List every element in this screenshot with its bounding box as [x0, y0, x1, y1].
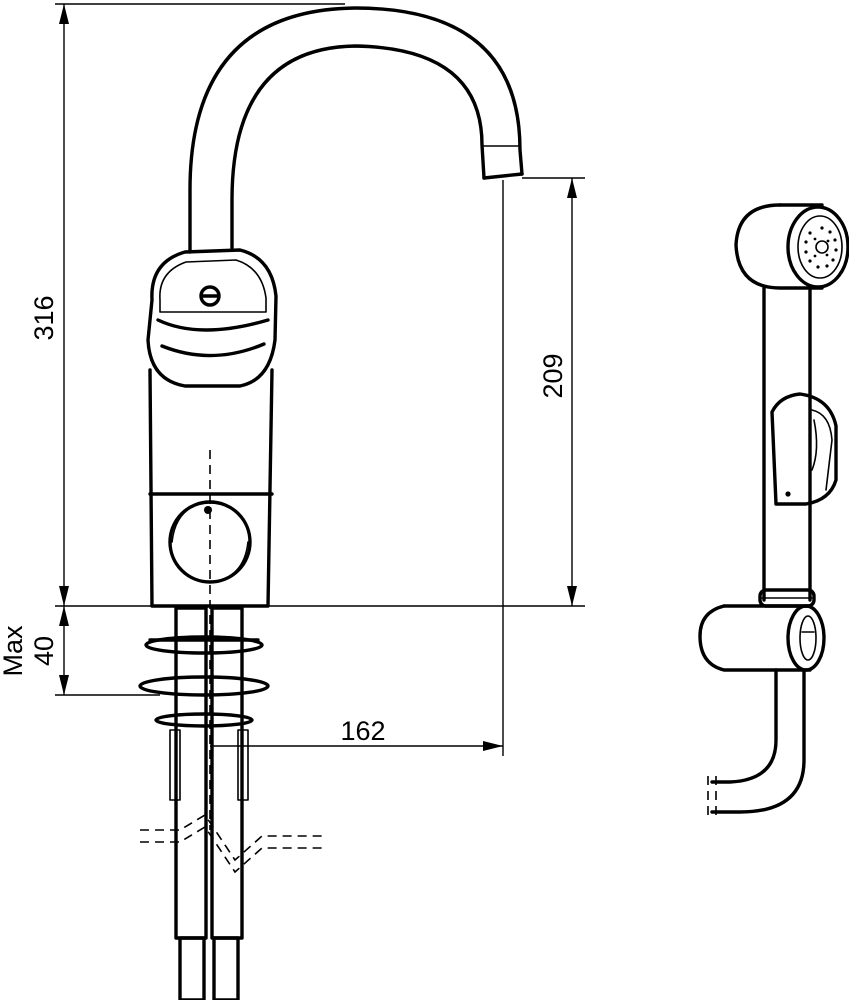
dim-label-162: 162 [340, 716, 385, 746]
spray-nozzle-dots [804, 226, 838, 269]
dim-label-40: 40 [29, 636, 59, 666]
mounting-assembly [138, 606, 325, 1000]
dimension-lines [55, 3, 585, 756]
faucet [138, 6, 524, 1000]
shower-holder [698, 604, 826, 672]
dim-label-316: 316 [29, 295, 59, 340]
hand-shower [734, 203, 849, 608]
faucet-body [148, 368, 274, 608]
dim-label-max: Max [0, 625, 28, 677]
shower-hose [707, 668, 806, 818]
spout [188, 6, 524, 254]
lever-handle [146, 248, 278, 388]
dim-label-209: 209 [538, 353, 568, 398]
